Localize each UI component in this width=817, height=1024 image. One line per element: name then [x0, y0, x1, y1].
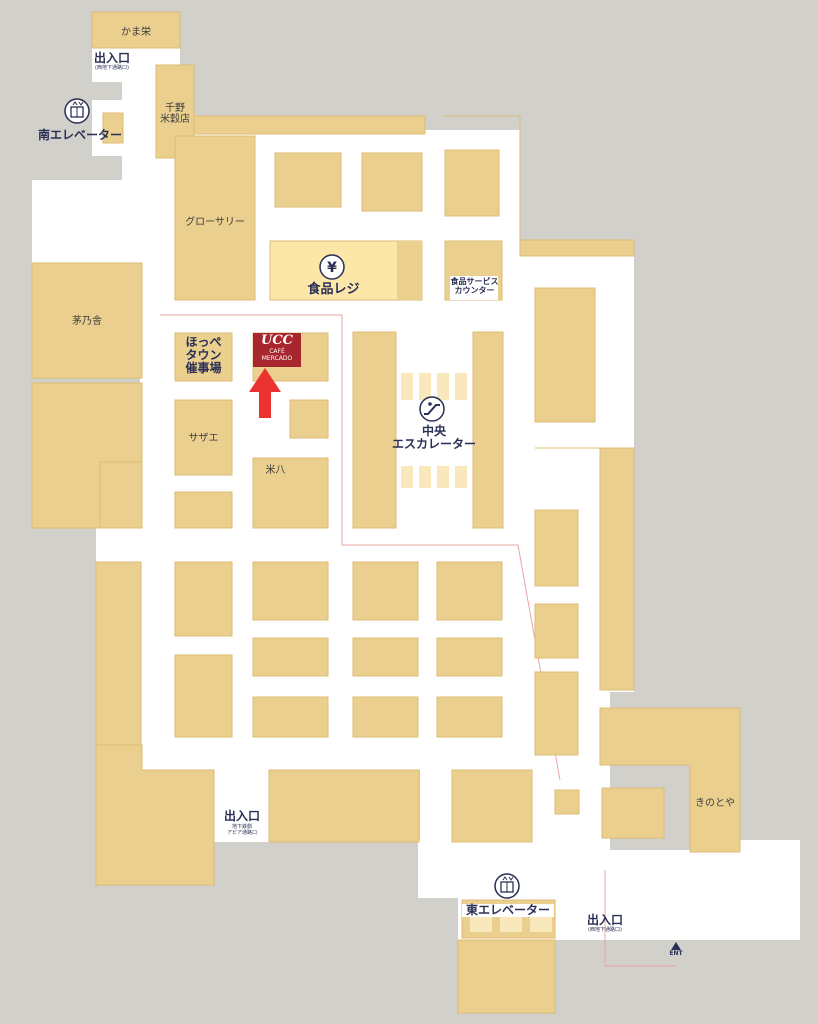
food-register-block	[269, 240, 423, 301]
shop-chino: 千野 米穀店	[160, 103, 190, 125]
shop-kinotoya: きのとや	[695, 798, 735, 809]
ucc-line1: CAFÉ	[269, 348, 285, 355]
entrance-bottom-center-label: 出入口	[223, 809, 260, 823]
shop-kamaei: かま栄	[121, 27, 151, 38]
south-elevator-label: 南エレベーター	[37, 128, 122, 142]
entrance-top-left-sub: (西地下通路口)	[95, 65, 129, 71]
east-elevator-label: 東エレベーター	[462, 903, 554, 918]
entrance-bottom-right-sub: (西地下通路口)	[588, 927, 622, 933]
elevator-icon	[494, 873, 520, 899]
food-register-label: 食品レジ	[307, 282, 360, 297]
shop-hoppe-town: ほっぺ タウン 催事場	[185, 335, 222, 376]
entrance-top-left-label: 出入口	[93, 51, 130, 65]
ent-marker-label: ENT	[669, 950, 683, 957]
shop-sazae: サザエ	[188, 433, 219, 444]
entrance-bottom-right-label: 出入口	[586, 913, 623, 927]
central-escalator-label: 中央 エスカレーター	[391, 424, 476, 452]
shop-blocks	[31, 11, 741, 1014]
elevator-icon	[64, 98, 90, 124]
service-counter-label-bg	[450, 276, 498, 300]
location-arrow	[249, 368, 281, 418]
yen-icon: ¥	[319, 254, 345, 280]
shop-yonehachi: 米八	[265, 465, 286, 476]
ucc-line2: MERCADO	[261, 355, 293, 362]
shop-kayanoya: 茅乃舎	[72, 316, 102, 327]
shop-grocery: グローサリー	[185, 217, 245, 228]
service-counter-label: 食品サービス カウンター	[450, 277, 499, 295]
ucc-cafe-logo	[253, 333, 301, 367]
svg-text:¥: ¥	[327, 260, 337, 276]
entrance-bottom-center-sub: 地下鉄側 アピア通路口	[226, 824, 257, 836]
ucc-brand: UCC	[260, 333, 294, 348]
entrance-marker-icon	[671, 942, 681, 950]
boundary-lines	[160, 314, 676, 967]
escalator-icon	[419, 396, 445, 422]
